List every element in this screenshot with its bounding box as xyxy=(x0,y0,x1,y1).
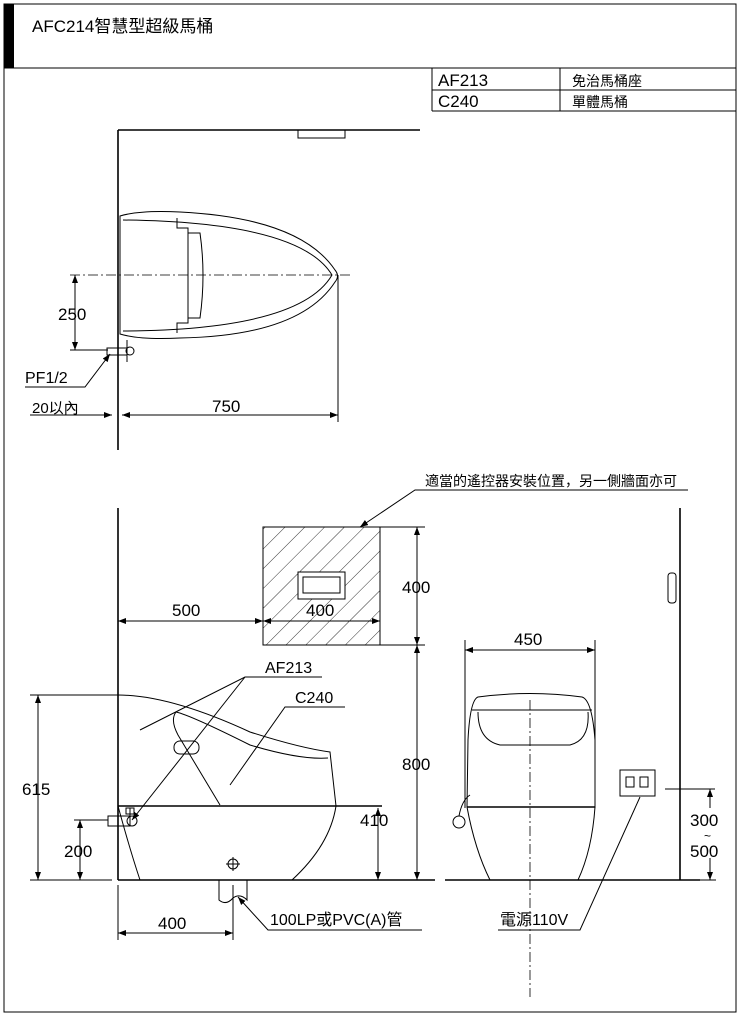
dim-250: 250 xyxy=(58,305,86,324)
title-bar-accent xyxy=(4,4,14,68)
supply-rear-icon xyxy=(452,815,466,829)
dim-800: 800 xyxy=(402,755,430,774)
dim-615: 615 xyxy=(22,780,50,799)
seat-rear-outline xyxy=(466,693,596,808)
dim-outlet-min: 300 xyxy=(690,811,718,830)
dim-450: 450 xyxy=(514,630,542,649)
seat-label: AF213 xyxy=(265,660,312,677)
pipe-label: PF1/2 xyxy=(25,370,68,387)
rear-view: 450 300 ~ 500 電源110V xyxy=(452,630,728,997)
seat-side-outline xyxy=(117,694,337,807)
dim-410: 410 xyxy=(360,811,388,830)
sheet-border xyxy=(3,3,737,1013)
dim-200: 200 xyxy=(64,842,92,861)
toilet-top-outline xyxy=(119,211,338,339)
parts-description: 單體馬桶 xyxy=(572,94,628,110)
drain-label: 100LP或PVC(A)管 xyxy=(270,911,403,929)
power-outlet-icon xyxy=(619,769,656,797)
bowl-side-outline xyxy=(117,805,337,881)
parts-description: 免治馬桶座 xyxy=(572,73,642,89)
wall-gap-label: 20以內 xyxy=(32,400,79,417)
dim-remote-height: 400 xyxy=(402,578,430,597)
parts-model: C240 xyxy=(438,92,479,111)
dim-range-sep: ~ xyxy=(704,829,711,843)
dim-750: 750 xyxy=(212,397,240,416)
control-button-icon xyxy=(173,740,200,755)
remote-control-icon xyxy=(297,571,346,600)
bowl-label: C240 xyxy=(295,690,333,707)
dim-500: 500 xyxy=(172,601,200,620)
remote-note: 適當的遙控器安裝位置，另一側牆面亦可 xyxy=(425,473,677,489)
remote-side-icon xyxy=(667,572,677,604)
parts-model: AF213 xyxy=(438,71,488,90)
dim-outlet-max: 500 xyxy=(690,842,718,861)
top-view: 250 PF1/2 20以內 750 xyxy=(25,129,420,450)
power-label: 電源110V xyxy=(500,911,569,929)
pipe-inlet-icon xyxy=(106,340,135,362)
remote-top-icon xyxy=(297,129,346,139)
drawing-title: AFC214智慧型超級馬桶 xyxy=(32,17,213,36)
parts-table: AF213 免治馬桶座 C240 單體馬桶 xyxy=(431,68,736,112)
dim-drain-400: 400 xyxy=(158,914,186,933)
side-view: 適當的遙控器安裝位置，另一側牆面亦可 400 800 500 400 AF213… xyxy=(22,473,700,940)
bowl-rear-outline xyxy=(466,806,596,881)
dim-remote-width: 400 xyxy=(306,601,334,620)
